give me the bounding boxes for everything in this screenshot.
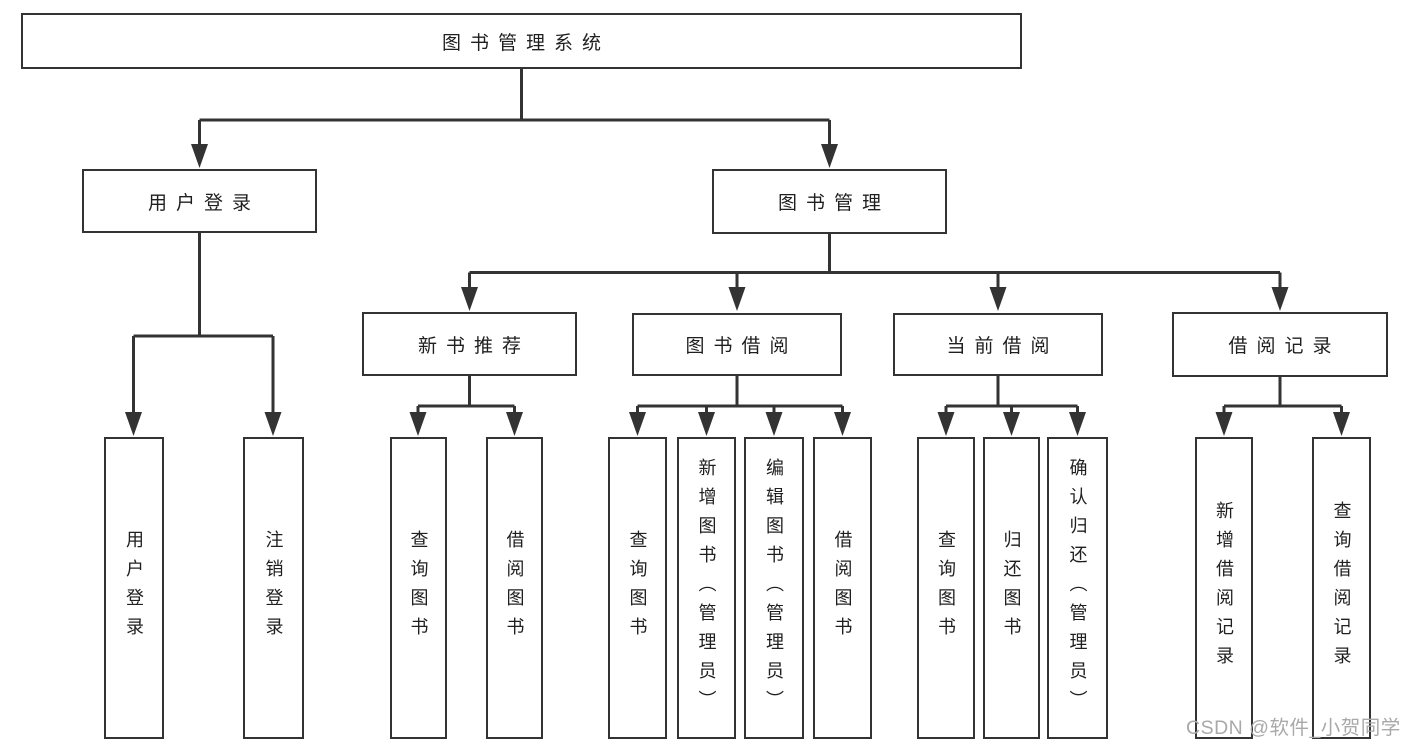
leaf-borrow-books: 借阅图书 xyxy=(813,437,872,739)
leaf-add-book-admin: 新增图书（管理员） xyxy=(677,437,736,739)
leaf-edit-book-admin: 编辑图书（管理员） xyxy=(744,437,804,739)
leaf-logout: 注销登录 xyxy=(243,437,304,739)
node-root-library-system: 图书管理系统 xyxy=(21,13,1022,69)
node-current-borrowing: 当前借阅 xyxy=(893,313,1103,376)
node-user-login: 用户登录 xyxy=(82,169,317,233)
arrowhead-icons xyxy=(125,144,1350,436)
leaf-query-books-current: 查询图书 xyxy=(917,437,975,739)
leaf-query-books-recommend: 查询图书 xyxy=(390,437,447,739)
leaf-borrow-books-recommend: 借阅图书 xyxy=(486,437,543,739)
leaf-confirm-return-admin: 确认归还（管理员） xyxy=(1047,437,1108,739)
node-borrowing-records: 借阅记录 xyxy=(1172,312,1388,377)
leaf-query-borrow-record: 查询借阅记录 xyxy=(1312,437,1371,739)
leaf-return-book: 归还图书 xyxy=(983,437,1040,739)
leaf-add-borrow-record: 新增借阅记录 xyxy=(1195,437,1253,739)
leaf-query-books-borrow: 查询图书 xyxy=(608,437,667,739)
csdn-watermark: CSDN @软件_小贺同学 xyxy=(1186,717,1401,739)
node-new-book-recommend: 新书推荐 xyxy=(362,312,577,376)
node-book-borrowing: 图书借阅 xyxy=(632,313,842,376)
node-book-management: 图书管理 xyxy=(712,169,947,234)
leaf-user-login: 用户登录 xyxy=(104,437,164,739)
